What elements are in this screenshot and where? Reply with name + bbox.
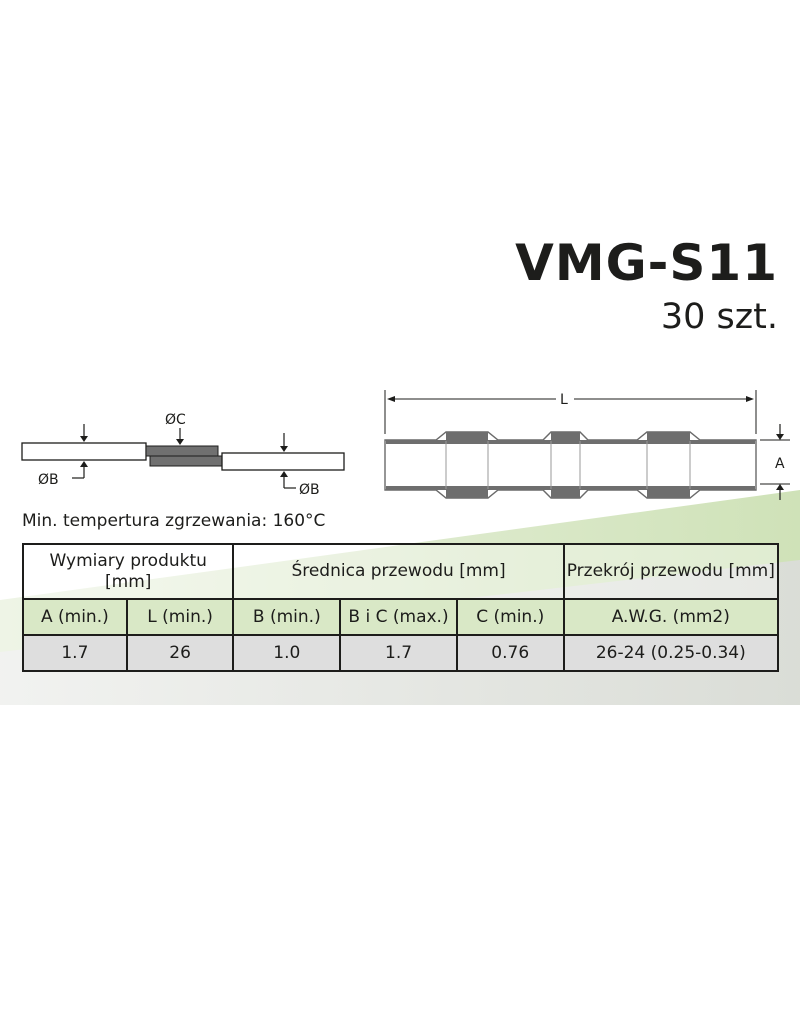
header-dimensions: Wymiary produktu [mm] (21, 543, 235, 600)
tube-band-bottom (386, 486, 755, 490)
label-b-left: ØB (38, 472, 59, 488)
wire-left-insulation (21, 442, 147, 461)
l-arrowhead-right (746, 396, 754, 402)
solder-ring-2-bottom (551, 489, 580, 498)
solder-ring-3-bottom (647, 489, 690, 498)
value-awg: 26-24 (0.25-0.34) (562, 634, 780, 672)
value-c-min: 0.76 (455, 634, 565, 672)
connector-diagram: L A (384, 390, 790, 500)
label-c: ØC (165, 412, 186, 428)
wire-right-insulation (221, 452, 345, 471)
wire-diagram: ØB ØC ØB (21, 412, 345, 498)
solder-ring-3-top (647, 432, 690, 441)
wire-core-upper (145, 445, 219, 457)
header-diameter: Średnica przewodu [mm] (232, 543, 565, 600)
spec-table: Wymiary produktu [mm] Średnica przewodu … (21, 543, 780, 672)
solder-ring-2-top (551, 432, 580, 441)
wire-core-lower (149, 455, 223, 467)
b-right-arrowhead-bottom (280, 471, 288, 477)
b-left-arrowhead-top (80, 436, 88, 442)
value-row: 1.7 26 1.0 1.7 0.76 26-24 (0.25-0.34) (22, 634, 780, 672)
c-arrowhead (176, 439, 184, 445)
technical-drawing: ØB ØC ØB L (21, 390, 790, 500)
min-temperature-note: Min. tempertura zgrzewania: 160°C (22, 511, 326, 531)
group-header-row: Wymiary produktu [mm] Średnica przewodu … (21, 543, 780, 600)
header-cross-section: Przekrój przewodu [mm] (562, 543, 780, 600)
sub-header-row: A (min.) L (min.) B (min.) B i C (max.) … (22, 598, 780, 636)
solder-ring-1-bottom (446, 489, 488, 498)
label-l: L (560, 392, 568, 408)
value-bc-max: 1.7 (339, 634, 458, 672)
b-right-arrowhead-top (280, 446, 288, 452)
header-l-min: L (min.) (125, 598, 235, 636)
header-awg: A.W.G. (mm2) (562, 598, 780, 636)
tube-band-top (386, 440, 755, 444)
solder-ring-1-top (446, 432, 488, 441)
label-a: A (775, 456, 785, 472)
value-l-min: 26 (125, 634, 235, 672)
a-arrowhead-bottom (776, 484, 784, 490)
l-arrowhead-left (387, 396, 395, 402)
header-bc-max: B i C (max.) (339, 598, 458, 636)
label-b-right: ØB (299, 482, 320, 498)
header-b-min: B (min.) (232, 598, 342, 636)
value-b-min: 1.0 (232, 634, 342, 672)
a-arrowhead-top (776, 434, 784, 440)
product-model: VMG-S11 (515, 234, 778, 292)
header-a-min: A (min.) (22, 598, 128, 636)
header-c-min: C (min.) (455, 598, 565, 636)
b-left-arrowhead-bottom (80, 461, 88, 467)
product-quantity: 30 szt. (660, 297, 778, 337)
value-a-min: 1.7 (22, 634, 128, 672)
